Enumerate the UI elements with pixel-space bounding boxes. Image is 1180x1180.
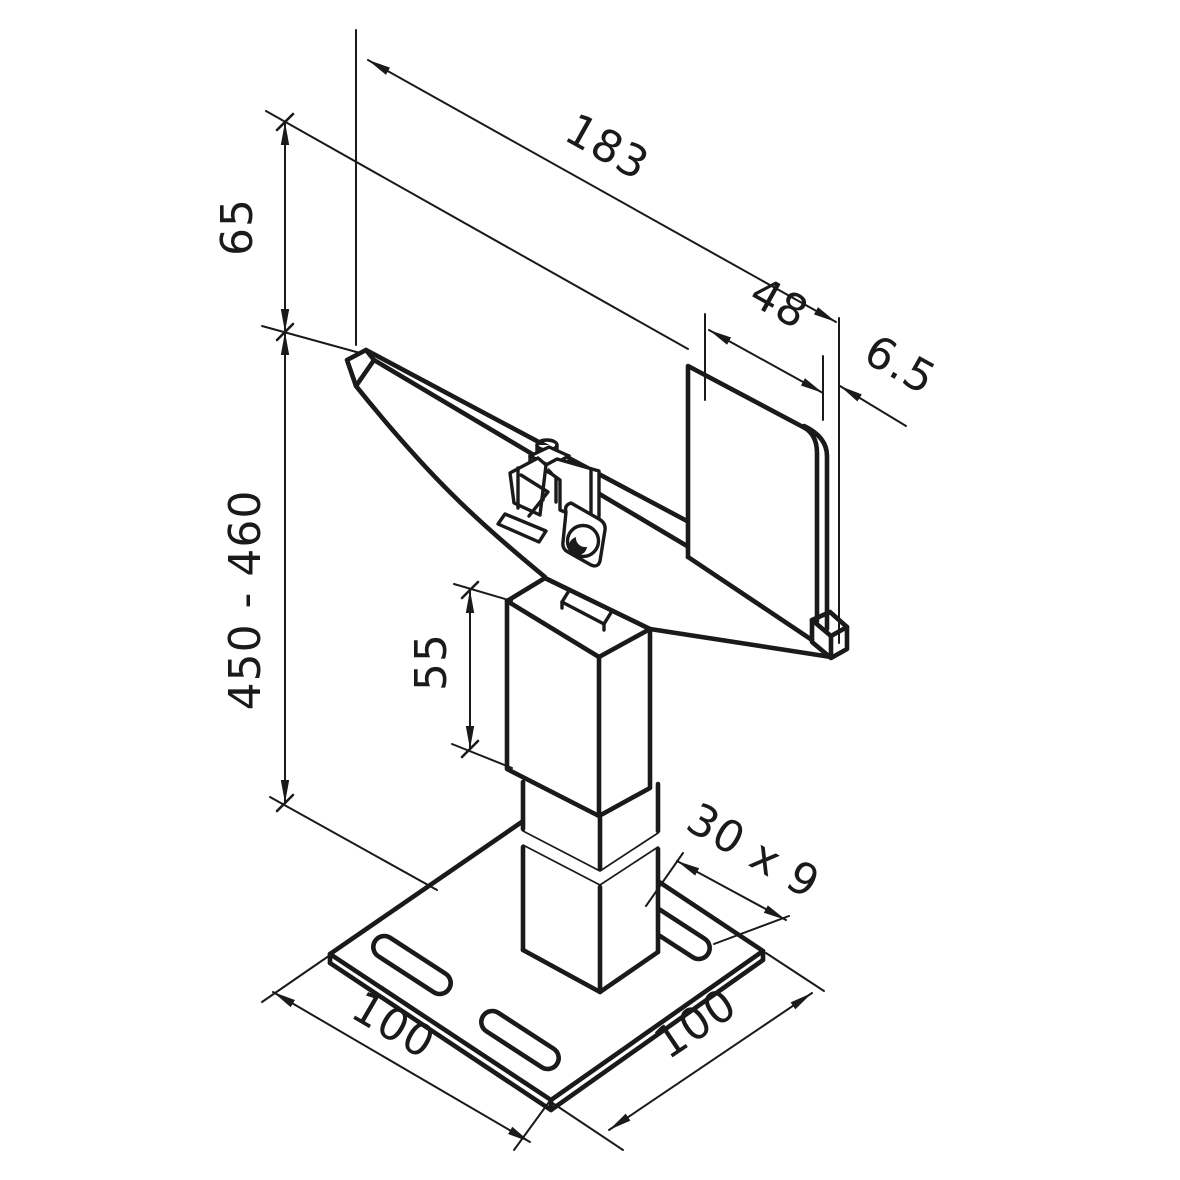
dim-label-183: 183 [557, 104, 658, 191]
dim-label-55: 55 [406, 633, 457, 691]
clamp-boss [561, 501, 607, 568]
dim-label-450-460: 450 - 460 [220, 490, 271, 711]
ext-base-right-a [550, 1101, 624, 1151]
ext-height-bottom [269, 796, 438, 891]
dimension-slot-size: 30 x 9 [676, 793, 828, 921]
ext-arm-drop-bottom [261, 325, 361, 354]
ext-base-left-a [261, 950, 337, 1003]
ext-base-right-b [765, 952, 825, 992]
dimension-flange-thickness: 6.5 [839, 325, 945, 427]
clamp-wedge [508, 456, 550, 518]
upper-tube [504, 575, 653, 819]
lower-tube [520, 779, 661, 995]
arm-top-back-edge [363, 347, 690, 524]
dim-label-6-5: 6.5 [856, 325, 945, 405]
arm-bottom-curve [353, 383, 548, 580]
ext-tube-bottom [451, 743, 513, 769]
dimension-flange-width: 48 [708, 267, 824, 394]
ext-base-left-b [513, 1101, 550, 1151]
clamp-foot [498, 514, 546, 542]
base-slot-left [371, 933, 453, 997]
ext-slot-lower [713, 915, 790, 945]
dim-label-65: 65 [212, 198, 263, 256]
dimension-upper-tube: 55 [406, 580, 480, 759]
arm-seat-bottom-edge [647, 626, 834, 660]
dimension-arm-drop: 65 [212, 112, 295, 342]
ext-tube-top [453, 583, 513, 602]
dimension-overall-height: 450 - 460 [220, 331, 295, 813]
clamp-assembly [496, 438, 607, 568]
dim-label-48: 48 [741, 267, 817, 340]
flange-plate [685, 363, 850, 661]
dim-label-30x9: 30 x 9 [678, 793, 828, 909]
dimensions: 183 48 6.5 65 450 - 460 55 [212, 29, 945, 1151]
arm-top-front-edge [371, 357, 690, 549]
